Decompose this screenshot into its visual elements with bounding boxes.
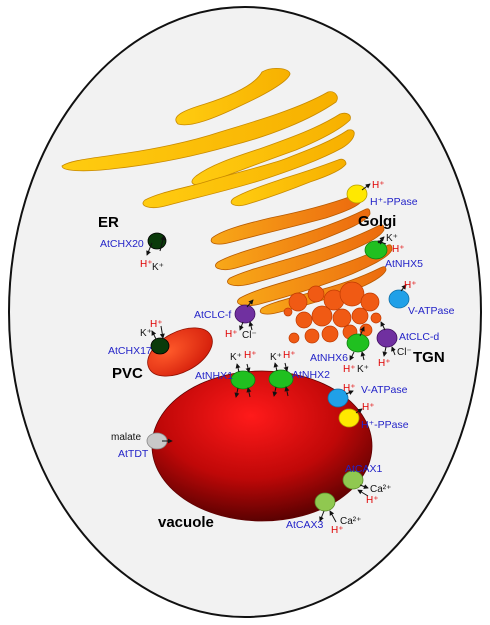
arrow — [272, 386, 278, 397]
ion-ca: Ca²⁺ — [340, 516, 361, 527]
golgi-label: Golgi — [358, 213, 396, 230]
ion-k: K⁺ — [270, 352, 282, 363]
atchx17-transporter — [150, 337, 170, 355]
arrow — [382, 346, 388, 357]
arrow — [159, 325, 165, 339]
arrow — [355, 408, 363, 414]
atnhx5-label: AtNHX5 — [385, 258, 423, 270]
atclc-f-transporter — [234, 304, 256, 324]
tgn-label: TGN — [413, 349, 445, 366]
arrow — [146, 242, 153, 256]
atchx17-label: AtCHX17 — [108, 345, 152, 357]
arrow — [360, 351, 366, 361]
ion-cl: Cl⁻ — [242, 330, 257, 341]
atnhx6-transporter — [346, 333, 370, 353]
arrow — [361, 183, 371, 191]
arrow — [349, 351, 355, 361]
ion-h: H⁺ — [378, 358, 391, 369]
arrow — [239, 321, 244, 331]
ion-h: H⁺ — [283, 350, 296, 361]
arrow — [345, 390, 354, 395]
tgn-network — [283, 281, 382, 344]
atclc-d-label: AtCLC-d — [399, 331, 439, 343]
ion-h: H⁺ — [372, 180, 385, 191]
golgi-cisternae — [210, 194, 393, 315]
ion-h: H⁺ — [362, 402, 375, 413]
arrow — [391, 346, 396, 356]
arrow — [245, 363, 251, 373]
arrow — [234, 387, 240, 398]
atnhx1-label: AtNHX1 — [195, 370, 233, 382]
attdt-label: AtTDT — [118, 448, 149, 460]
arrow — [283, 362, 289, 372]
atnhx2-transporter — [268, 369, 294, 389]
hppase-golgi-transporter — [346, 184, 368, 204]
hppase-vac-transporter — [338, 408, 360, 428]
arrow — [273, 362, 279, 372]
arrow — [400, 284, 407, 292]
ion-k: K⁺ — [386, 233, 398, 244]
ion-h: H⁺ — [331, 525, 344, 536]
ion-k: K⁺ — [140, 328, 152, 339]
ion-h: H⁺ — [140, 259, 153, 270]
vatpase-vac-label: V-ATPase — [361, 384, 408, 396]
atnhx6-label: AtNHX6 — [310, 352, 348, 364]
ion-h: H⁺ — [343, 383, 356, 394]
vatpase-vac-transporter — [327, 388, 349, 408]
arrow — [248, 321, 254, 331]
ion-h: H⁺ — [392, 244, 405, 255]
atnhx1-transporter — [230, 370, 256, 390]
atcax3-transporter — [314, 492, 336, 512]
ion-k: K⁺ — [230, 352, 242, 363]
ion-malate: malate — [111, 432, 141, 443]
pvc-label: PVC — [112, 365, 143, 382]
arrow — [151, 330, 157, 340]
ion-h: H⁺ — [150, 319, 163, 330]
er-label: ER — [98, 214, 119, 231]
arrow — [319, 510, 325, 522]
vatpase-tgn-transporter — [388, 289, 410, 309]
arrow — [357, 489, 369, 497]
arrow — [284, 386, 290, 397]
atnhx5-transporter — [364, 240, 388, 260]
ion-h: H⁺ — [404, 280, 417, 291]
ion-h: H⁺ — [244, 350, 257, 361]
arrow — [159, 235, 166, 252]
ion-h: H⁺ — [366, 495, 379, 506]
atcax1-transporter — [342, 470, 364, 490]
arrow — [380, 321, 386, 331]
atclc-d-transporter — [376, 328, 398, 348]
ion-k: K⁺ — [357, 364, 369, 375]
hppase-golgi-label: H⁺-PPase — [370, 196, 418, 208]
atnhx2-label: AtNHX2 — [292, 369, 330, 381]
arrow — [329, 510, 337, 523]
vatpase-tgn-label: V-ATPase — [408, 305, 455, 317]
arrow — [235, 363, 241, 373]
atclc-f-label: AtCLC-f — [194, 309, 231, 321]
hppase-vac-label: H⁺-PPase — [361, 419, 409, 431]
ion-h: H⁺ — [225, 329, 238, 340]
vacuole-label: vacuole — [158, 514, 214, 531]
ion-h: H⁺ — [343, 364, 356, 375]
ion-cl: Cl⁻ — [397, 347, 412, 358]
atcax1-label: AtCAX1 — [345, 463, 383, 475]
ion-ca: Ca²⁺ — [370, 484, 391, 495]
arrow — [359, 326, 365, 337]
er-cisternae — [61, 68, 355, 208]
arrow — [246, 387, 252, 398]
arrow — [377, 240, 387, 245]
ion-k: K⁺ — [152, 262, 164, 273]
arrow — [359, 484, 369, 489]
atchx20-label: AtCHX20 — [100, 238, 144, 250]
arrow — [246, 299, 254, 308]
atcax3-label: AtCAX3 — [286, 519, 324, 531]
